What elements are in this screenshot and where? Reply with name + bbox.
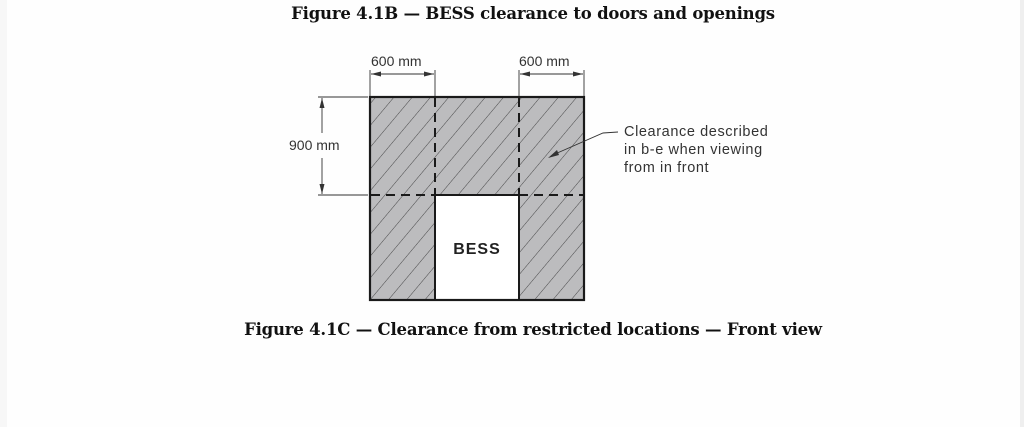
dim-height-label: 900 mm [289, 137, 340, 153]
page-margin-left [0, 0, 7, 427]
figure-4-1c-caption: Figure 4.1C — Clearance from restricted … [244, 320, 822, 339]
bess-label: BESS [453, 241, 501, 258]
callout-line-1: Clearance described [624, 124, 768, 140]
dim-right-width-label: 600 mm [519, 53, 570, 69]
figure-4-1b-caption: Figure 4.1B — BESS clearance to doors an… [291, 4, 775, 23]
callout-line-2: in b-e when viewing [624, 142, 763, 158]
dim-left-width-label: 600 mm [371, 53, 422, 69]
callout-line-3: from in front [624, 160, 709, 176]
bess-box [434, 194, 520, 301]
dashed-boundaries [371, 98, 583, 196]
scrollbar-track[interactable] [1020, 0, 1024, 427]
dimension-lines [318, 70, 619, 196]
